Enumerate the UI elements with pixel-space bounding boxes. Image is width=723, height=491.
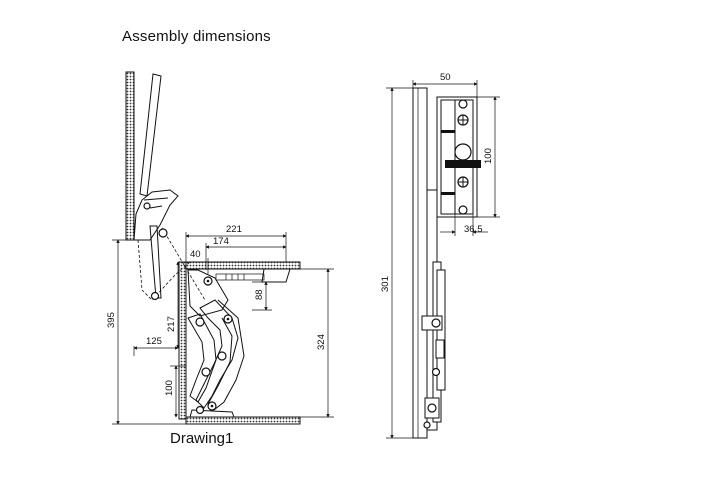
front-view: 50 100 36.5 301 — [380, 72, 500, 439]
mount-plate — [187, 269, 229, 317]
top-shelf-board — [185, 261, 301, 270]
base-foot — [189, 409, 235, 418]
dim-50: 50 — [440, 72, 451, 83]
dim-125: 125 — [146, 336, 162, 347]
dim-217: 217 — [166, 316, 177, 332]
main-plate — [412, 87, 428, 439]
dim-100-left: 100 — [164, 380, 175, 396]
dim-221: 221 — [226, 224, 242, 235]
page-title: Assembly dimensions — [122, 28, 271, 45]
secondary-link — [187, 313, 217, 403]
dim-88: 88 — [254, 289, 265, 300]
dim-324: 324 — [316, 334, 327, 350]
dim-100-right: 100 — [483, 148, 494, 164]
backrest-board — [125, 71, 135, 241]
dim-301: 301 — [380, 276, 391, 292]
side-view: 221 174 40 88 395 217 125 100 324 — [106, 71, 334, 425]
tilted-arm — [139, 73, 162, 197]
dim-395: 395 — [106, 312, 117, 328]
side-panel — [178, 261, 187, 420]
link-arm-upper — [149, 225, 162, 299]
upper-bracket — [133, 189, 179, 241]
bottom-shelf-board — [185, 416, 301, 425]
dim-36-5: 36.5 — [464, 224, 483, 235]
center-knob — [454, 143, 472, 161]
dim-40: 40 — [190, 249, 201, 260]
dim-174: 174 — [213, 236, 229, 247]
rod — [215, 273, 265, 281]
drawing-caption: Drawing1 — [170, 430, 234, 447]
main-link — [195, 299, 239, 409]
